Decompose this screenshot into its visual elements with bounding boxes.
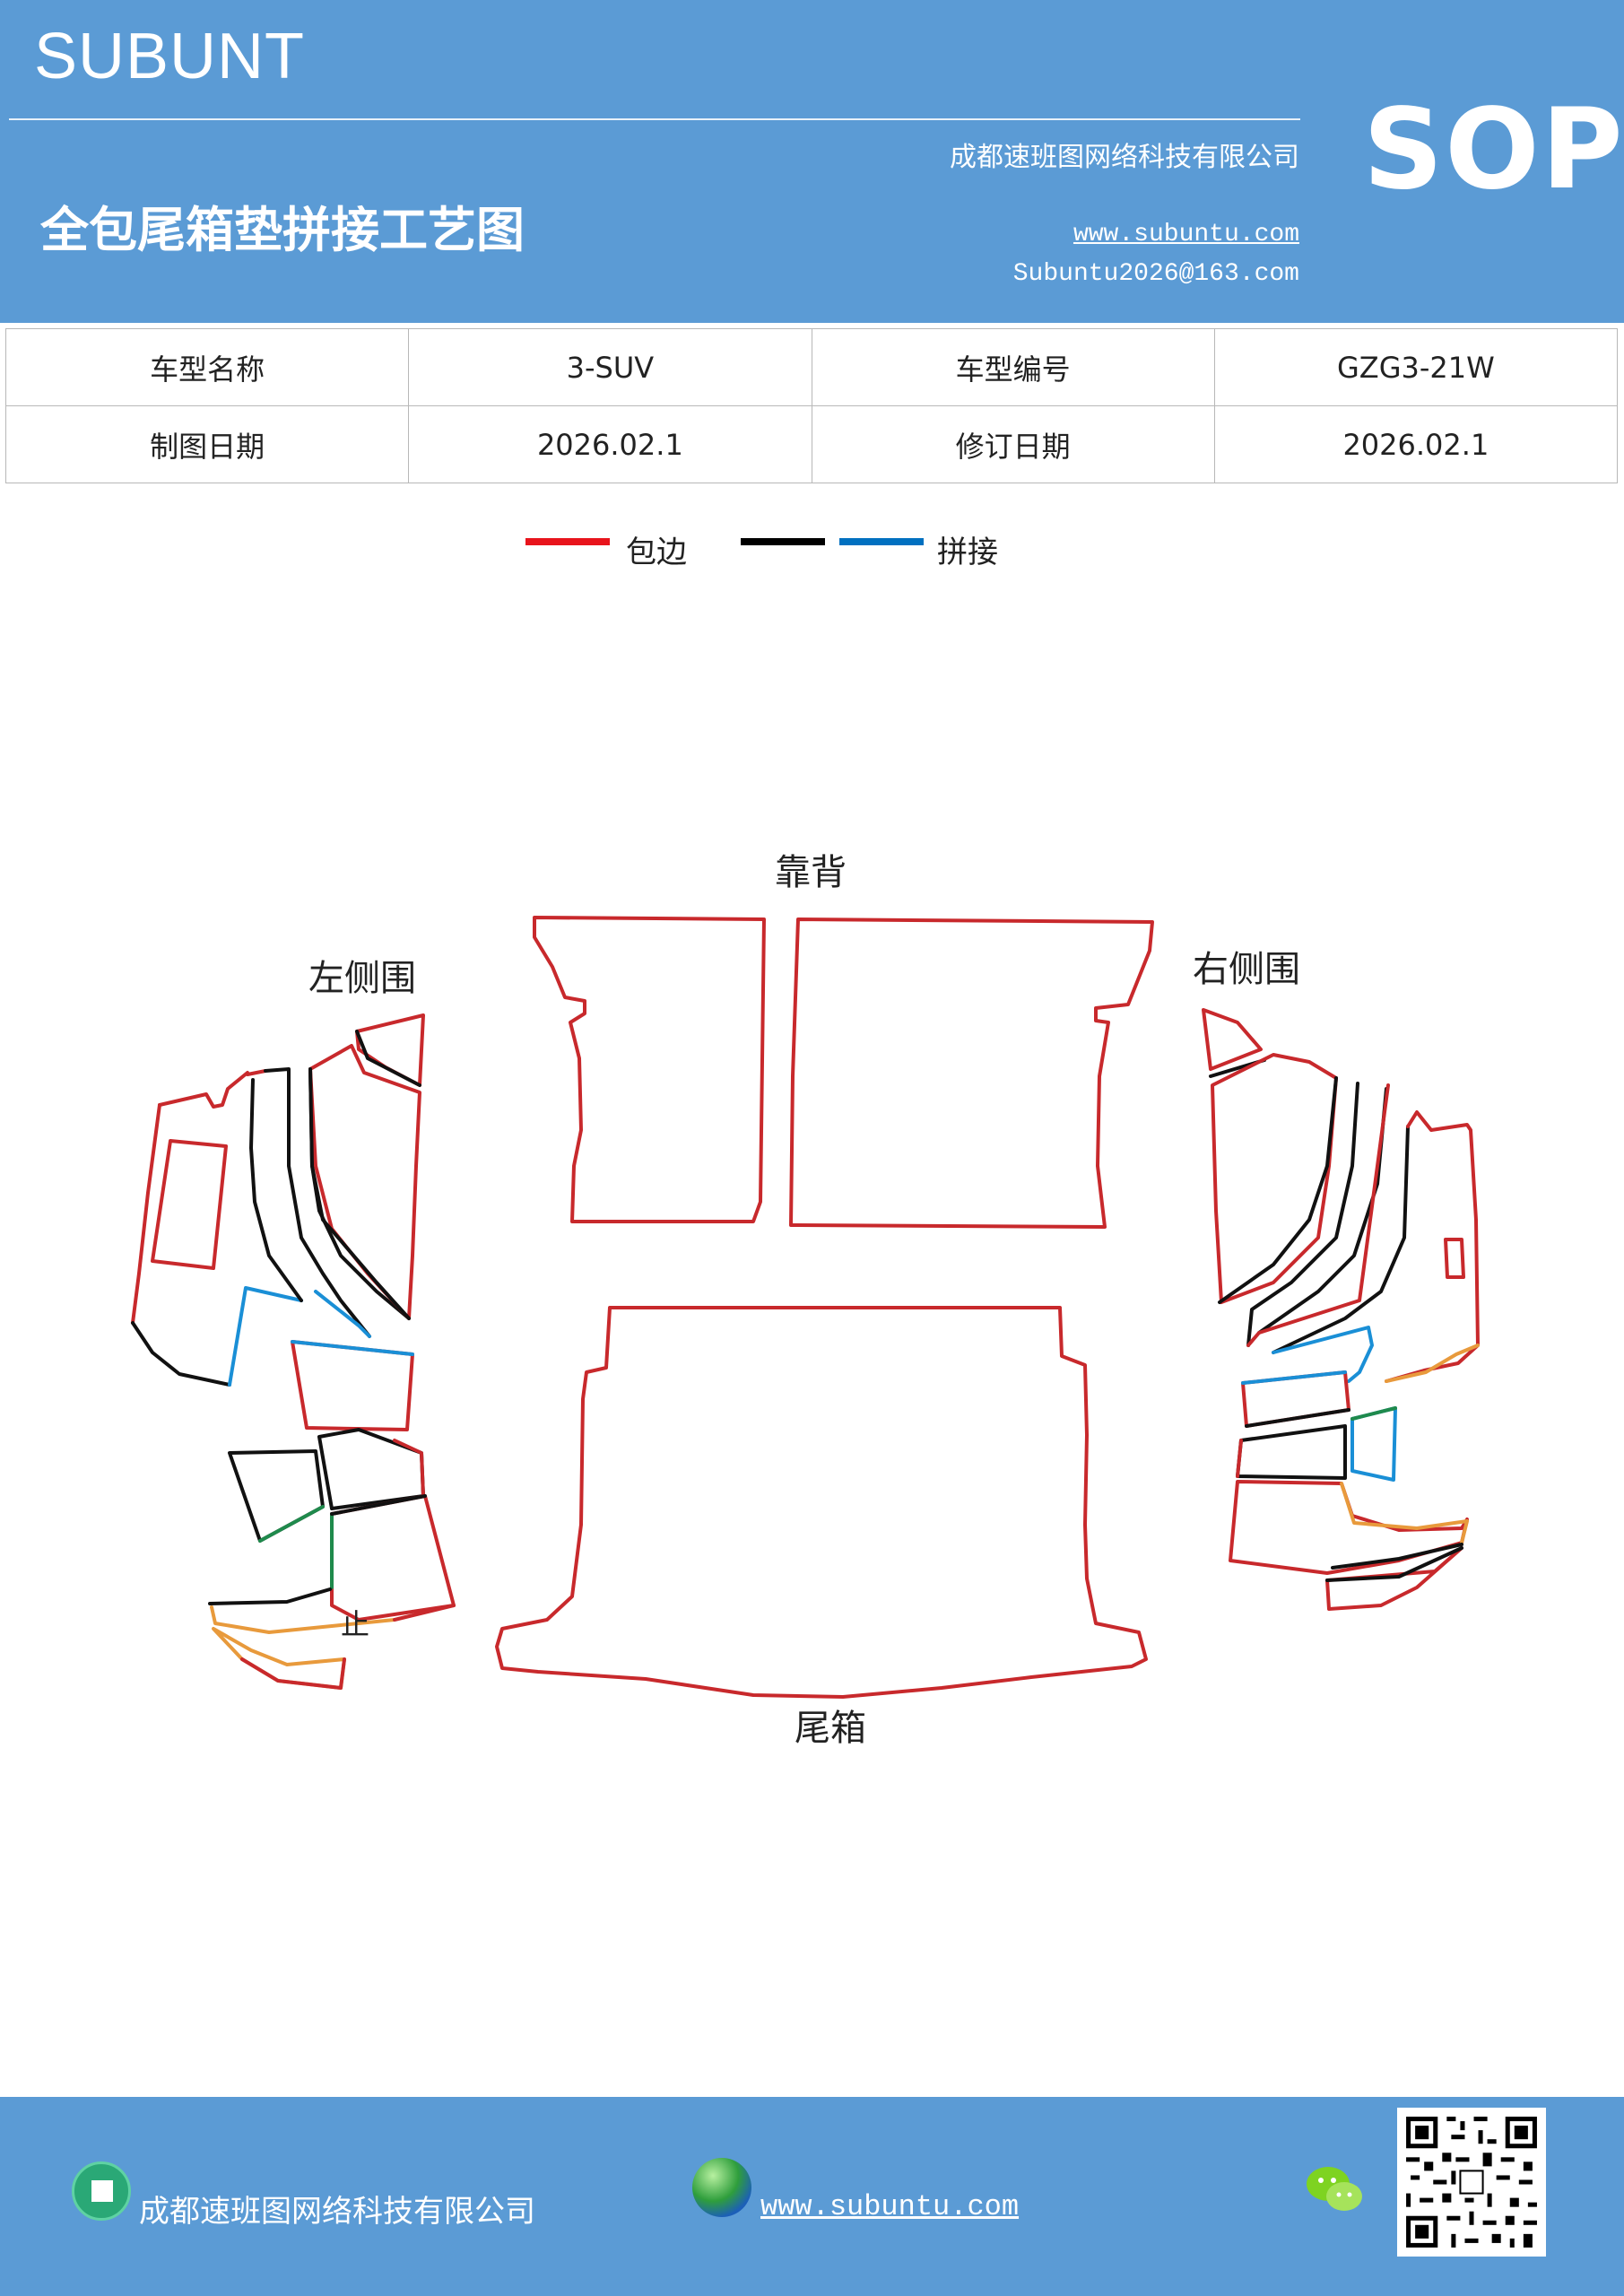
right-bottom-black — [1331, 1543, 1463, 1570]
left-top-triangle-seam — [355, 1030, 421, 1087]
label-backrest: 靠背 — [775, 852, 847, 893]
right-seam-2 — [1246, 1082, 1359, 1347]
label-trunk: 尾箱 — [795, 1708, 866, 1749]
footer-website-link[interactable]: www.subuntu.com — [760, 2190, 1020, 2223]
header-divider — [9, 118, 1300, 120]
left-blue-join-2 — [314, 1290, 371, 1338]
label-revise-date: 修订日期 — [811, 405, 1215, 483]
left-seam-3 — [308, 1067, 411, 1320]
left-lower-piece — [330, 1494, 456, 1622]
left-bottom-strip — [208, 1587, 332, 1605]
right-blue-strip — [1272, 1326, 1374, 1383]
right-seam-4 — [1272, 1125, 1410, 1354]
right-big-piece — [1385, 1110, 1480, 1383]
left-upper-piece-seam — [308, 1067, 411, 1320]
legend: 包边 拼接 — [0, 527, 1624, 572]
table-row: 车型名称 3-SUV 车型编号 GZG3-21W — [4, 328, 1619, 406]
email-address: Subuntu2026@163.com — [1012, 260, 1299, 288]
left-bottom-red — [393, 1604, 456, 1622]
label-model-name: 车型名称 — [4, 328, 410, 406]
left-seam-2 — [264, 1067, 371, 1338]
left-side-blue-join — [228, 1286, 303, 1387]
wechat-icon[interactable] — [1305, 2164, 1364, 2214]
legend-label-edge: 包边 — [626, 535, 687, 570]
left-mid-piece-blue — [291, 1340, 414, 1356]
left-foot-piece — [212, 1627, 346, 1690]
left-quad-piece — [317, 1428, 425, 1510]
left-upper-piece — [308, 1044, 421, 1320]
value-model-code: GZG3-21W — [1213, 328, 1619, 406]
right-lower-piece — [1236, 1424, 1347, 1480]
right-bottom-orange — [1340, 1482, 1469, 1544]
left-quad-red — [393, 1439, 425, 1498]
sop-badge: SOP — [1363, 85, 1624, 214]
trunk-floor-panel — [495, 1306, 1148, 1699]
label-right-side: 右侧围 — [1193, 949, 1300, 990]
table-row: 制图日期 2026.02.1 修订日期 2026.02.1 — [4, 405, 1619, 483]
globe-icon — [692, 2158, 751, 2217]
legend-swatch-edge — [525, 538, 610, 545]
legend-swatch-join — [839, 538, 924, 545]
right-outer-tail — [1246, 1083, 1390, 1347]
right-foot-piece — [1325, 1546, 1463, 1611]
vehicle-info-table: 车型名称 3-SUV 车型编号 GZG3-21W 制图日期 2026.02.1 … — [4, 328, 1619, 483]
left-seam-1 — [249, 1078, 303, 1302]
left-side-window — [151, 1139, 228, 1270]
mat-cutting-diagram: 靠背 左侧围 右侧围 尾箱 止 — [131, 852, 1480, 1749]
legend-label-join: 拼接 — [937, 535, 998, 570]
website-link[interactable]: www.subuntu.com — [1073, 221, 1299, 248]
label-mark: 止 — [341, 1607, 369, 1641]
right-big-orange — [1385, 1344, 1480, 1383]
right-outer-panel — [1211, 1053, 1338, 1304]
label-left-side: 左侧围 — [308, 958, 416, 999]
backrest-right-panel — [789, 918, 1154, 1229]
right-mid-blue — [1241, 1370, 1347, 1385]
right-lower-red — [1236, 1439, 1243, 1478]
left-foot-red — [240, 1657, 346, 1690]
value-draw-date: 2026.02.1 — [408, 405, 812, 483]
left-bottom-orange — [210, 1605, 396, 1634]
backrest-left-panel — [533, 916, 766, 1223]
right-green-seam — [1350, 1406, 1397, 1421]
left-side-outer — [158, 1069, 267, 1109]
legend-swatch-black — [741, 538, 825, 545]
label-draw-date: 制图日期 — [4, 405, 410, 483]
left-mid-piece — [291, 1340, 414, 1431]
value-revise-date: 2026.02.1 — [1213, 405, 1619, 483]
document-title: 全包尾箱垫拼接工艺图 — [40, 201, 525, 258]
header-banner: SUBUNT 成都速班图网络科技有限公司 全包尾箱垫拼接工艺图 www.subu… — [0, 0, 1624, 323]
right-mid-black — [1245, 1408, 1350, 1428]
label-model-code: 车型编号 — [811, 328, 1215, 406]
left-side-bottom-curve — [131, 1321, 231, 1387]
value-model-name: 3-SUV — [408, 328, 812, 406]
left-side-outer-edge — [131, 1103, 161, 1325]
footer-company-name: 成都速班图网络科技有限公司 — [139, 2194, 535, 2230]
building-icon — [72, 2161, 131, 2221]
company-name: 成都速班图网络科技有限公司 — [950, 142, 1299, 173]
right-seam-1 — [1218, 1076, 1338, 1304]
brand-name: SUBUNT — [34, 21, 306, 92]
right-foot-black — [1325, 1546, 1463, 1582]
right-window — [1444, 1238, 1465, 1279]
left-lower-black — [330, 1494, 427, 1516]
right-top-triangle — [1202, 1008, 1263, 1071]
left-trap-green — [258, 1505, 325, 1543]
footer-banner: 成都速班图网络科技有限公司 www.subuntu.com — [0, 2097, 1624, 2296]
left-trap-piece — [228, 1449, 325, 1543]
qr-code — [1397, 2108, 1546, 2257]
